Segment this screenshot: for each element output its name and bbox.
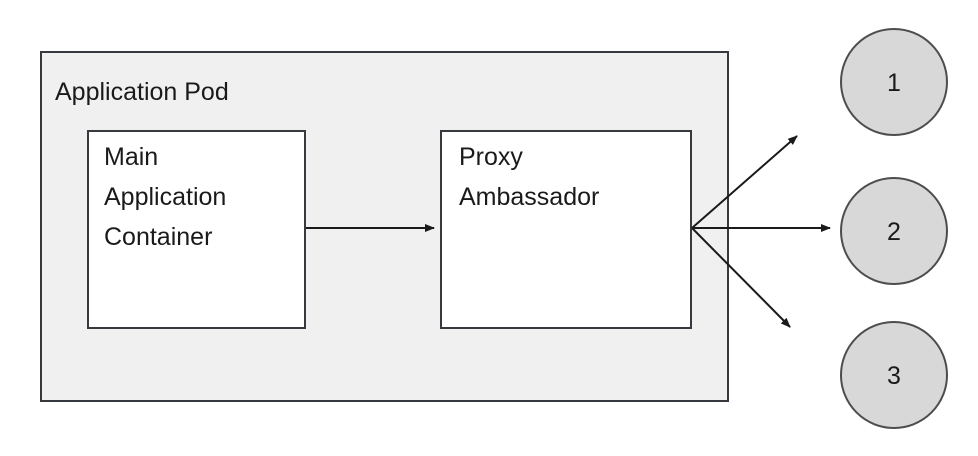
endpoint-node-3-label: 3	[887, 362, 901, 390]
proxy-ambassador-container-rect	[440, 130, 692, 329]
endpoint-node-3[interactable]: 3	[840, 321, 948, 429]
main-application-container-rect	[87, 130, 306, 329]
endpoint-node-1[interactable]: 1	[840, 28, 948, 136]
proxy-to-endpoint-3-arrow	[691, 227, 791, 328]
proxy-ambassador-container[interactable]: Proxy Ambassador	[440, 130, 692, 329]
endpoint-node-2[interactable]: 2	[840, 177, 948, 285]
endpoint-node-2-label: 2	[887, 218, 901, 246]
proxy-ambassador-label-line-2: Ambassador	[459, 183, 599, 211]
main-application-container-label-line-2: Application	[104, 183, 226, 211]
main-application-container-label-line-3: Container	[104, 223, 212, 251]
main-application-container-label-line-1: Main	[104, 143, 158, 171]
proxy-to-endpoint-1-arrow	[691, 135, 798, 229]
endpoint-node-3-circle	[840, 321, 948, 429]
endpoint-node-1-label: 1	[887, 69, 901, 97]
endpoint-node-2-circle	[840, 177, 948, 285]
main-application-container[interactable]: Main Application Container	[87, 130, 306, 329]
application-pod-label: Application Pod	[55, 78, 229, 106]
endpoint-node-1-circle	[840, 28, 948, 136]
proxy-ambassador-label-line-1: Proxy	[459, 143, 523, 171]
